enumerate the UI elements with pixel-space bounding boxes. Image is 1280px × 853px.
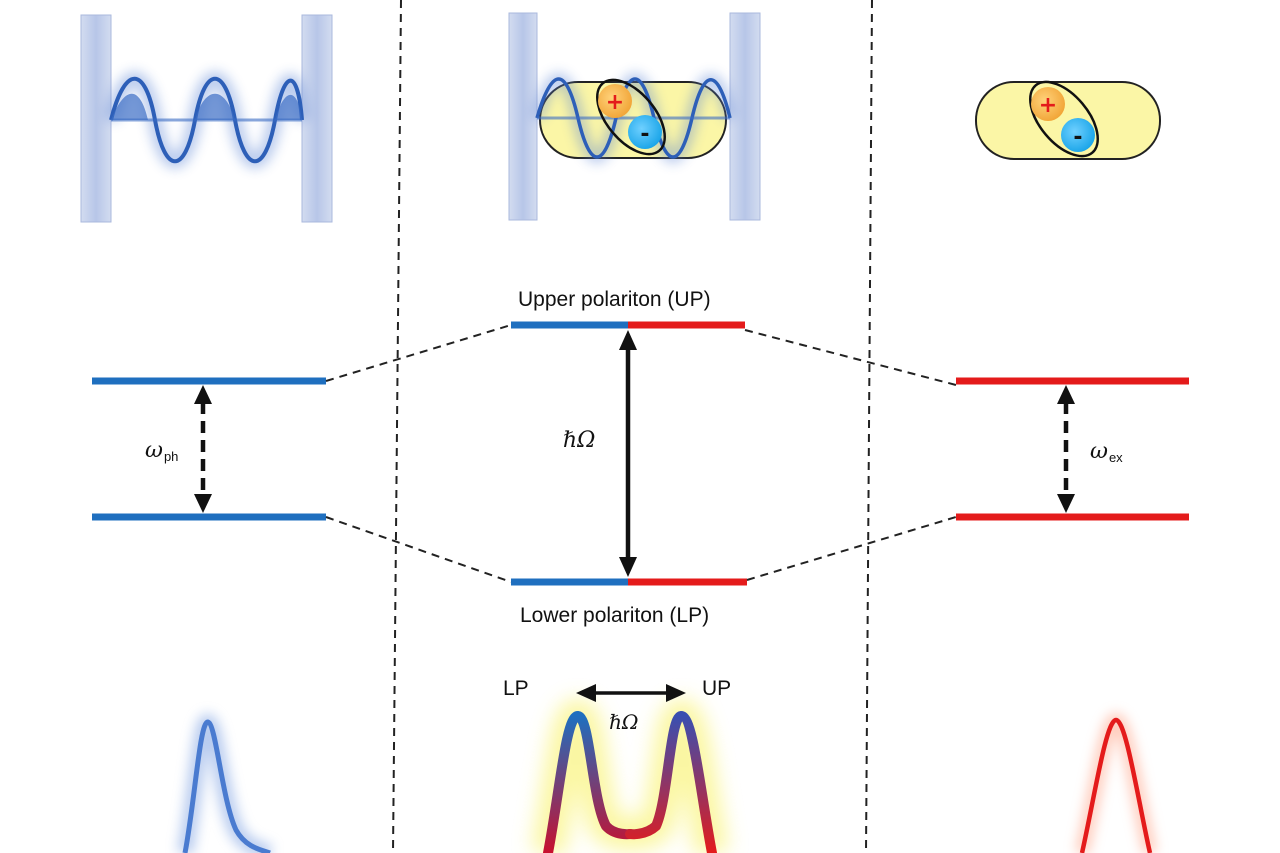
hole-particle-right — [1031, 87, 1065, 121]
cavity-exciton-illustration — [508, 12, 761, 221]
upper-polariton-label: Upper polariton (UP) — [518, 288, 711, 311]
energy-level-diagram — [92, 321, 1189, 586]
spectrum-lp-label: LP — [503, 677, 529, 700]
exciton-spectrum — [1075, 712, 1157, 853]
separator-right — [865, 0, 873, 853]
spectrum-up-label: UP — [702, 677, 732, 700]
electron-sign-center: - — [640, 122, 649, 147]
hole-sign-center: + — [606, 90, 624, 115]
photon-frequency-label: ωph — [145, 438, 178, 464]
rabi-splitting-label: ℏΩ — [563, 428, 596, 453]
connector-photon-down — [325, 516, 512, 583]
polariton-spectrum-right-branch — [625, 711, 717, 853]
exciton-frequency-subscript: ex — [1108, 450, 1123, 465]
polariton-spectrum — [531, 684, 729, 853]
electron-particle-center — [628, 115, 662, 149]
photon-energy-arrow — [194, 385, 212, 513]
photon-frequency-subscript: ph — [163, 449, 179, 464]
hole-particle-center — [598, 84, 632, 118]
separator-left — [392, 0, 402, 853]
exciton-frequency-label: ωex — [1090, 439, 1123, 465]
connector-exciton-up — [744, 329, 957, 386]
exciton-pair-outline-right — [1029, 80, 1099, 158]
rabi-splitting-arrow — [619, 330, 637, 577]
exciton-frequency-symbol: ω — [1090, 439, 1108, 464]
electron-particle-right — [1061, 118, 1095, 152]
exciton-illustration — [975, 80, 1161, 160]
exciton-medium-right — [975, 81, 1161, 160]
hole-sign-right: + — [1039, 93, 1057, 118]
photon-frequency-symbol: ω — [145, 438, 163, 463]
connector-exciton-down — [746, 516, 957, 581]
connector-photon-up — [325, 324, 512, 382]
exciton-pair-outline-center — [596, 78, 666, 156]
exciton-energy-arrow — [1057, 385, 1075, 513]
electron-sign-right: - — [1073, 125, 1082, 150]
cavity-photon-illustration — [80, 14, 333, 223]
lower-polariton-label: Lower polariton (LP) — [520, 604, 710, 627]
photon-spectrum — [177, 713, 273, 853]
polariton-spectrum-left-branch — [543, 711, 635, 853]
spectrum-splitting-label: ℏΩ — [609, 710, 639, 734]
spectrum-splitting-arrow — [576, 684, 686, 702]
